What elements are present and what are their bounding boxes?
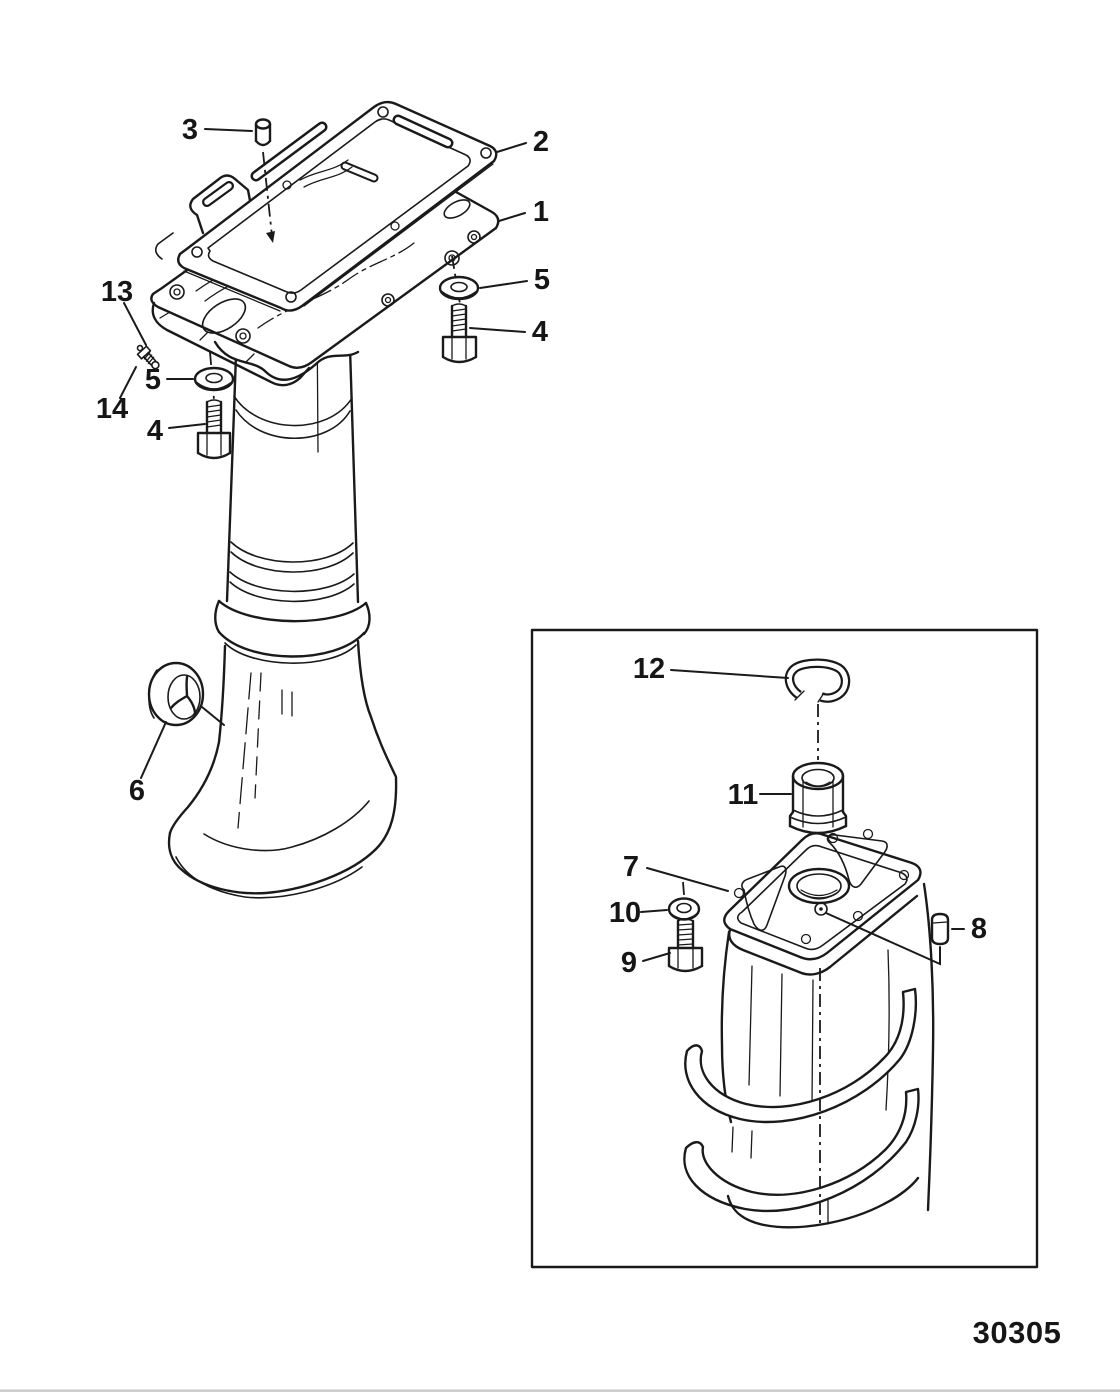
scan-edge-line	[0, 1389, 1120, 1392]
callout-label-9: 9	[621, 947, 637, 979]
bolt-right	[441, 303, 478, 364]
washer-inset	[667, 881, 701, 921]
callout-label-11: 11	[728, 779, 759, 811]
callout-9: 9	[621, 947, 671, 979]
callout-label-7: 7	[623, 851, 639, 883]
callout-label-5-left: 5	[145, 364, 161, 396]
retaining-ring	[784, 658, 851, 760]
callout-6: 6	[129, 706, 225, 807]
callout-5-left: 5	[145, 364, 194, 396]
callout-label-4-right: 4	[532, 316, 548, 348]
washer-right	[438, 255, 480, 305]
grommet	[147, 661, 205, 727]
callout-label-2: 2	[533, 126, 549, 158]
callout-2: 2	[496, 126, 549, 158]
bolt-left	[196, 399, 232, 460]
bolt-inset	[667, 918, 704, 973]
callout-label-4-left: 4	[147, 415, 163, 447]
inset-box	[530, 628, 1039, 1269]
swivel-housing	[683, 828, 935, 1229]
callout-3: 3	[182, 114, 253, 146]
housing-gasket	[177, 100, 498, 312]
driveshaft-housing-tube	[167, 305, 398, 899]
dowel-pin	[254, 118, 275, 243]
callout-label-1: 1	[533, 196, 549, 228]
callout-7: 7	[623, 851, 729, 892]
callout-11: 11	[728, 779, 792, 811]
inset-assembly	[667, 658, 950, 1229]
grease-fitting	[136, 344, 160, 370]
callout-14: 14	[96, 366, 137, 425]
callout-13: 13	[101, 276, 147, 346]
driveshaft-bushing	[788, 761, 848, 864]
callout-10: 10	[609, 897, 668, 929]
callout-label-6: 6	[129, 775, 145, 807]
callouts: 3 2 1 5 4 13 14 5	[96, 114, 987, 979]
callout-label-12: 12	[633, 653, 665, 685]
callout-4-right: 4	[469, 316, 548, 348]
callout-label-5-right: 5	[534, 264, 550, 296]
callout-label-3: 3	[182, 114, 198, 146]
washer-left	[193, 351, 235, 401]
callout-label-8: 8	[971, 913, 987, 945]
callout-8: 8	[951, 913, 987, 945]
callout-label-13: 13	[101, 276, 133, 308]
callout-5-right: 5	[479, 264, 550, 296]
callout-label-10: 10	[609, 897, 641, 929]
drawing-number: 30305	[973, 1315, 1062, 1350]
callout-label-14: 14	[96, 393, 128, 425]
callout-12: 12	[633, 653, 789, 685]
callout-1: 1	[498, 196, 549, 228]
callout-4-left: 4	[147, 415, 206, 447]
dowel-pin-inset	[825, 912, 950, 966]
